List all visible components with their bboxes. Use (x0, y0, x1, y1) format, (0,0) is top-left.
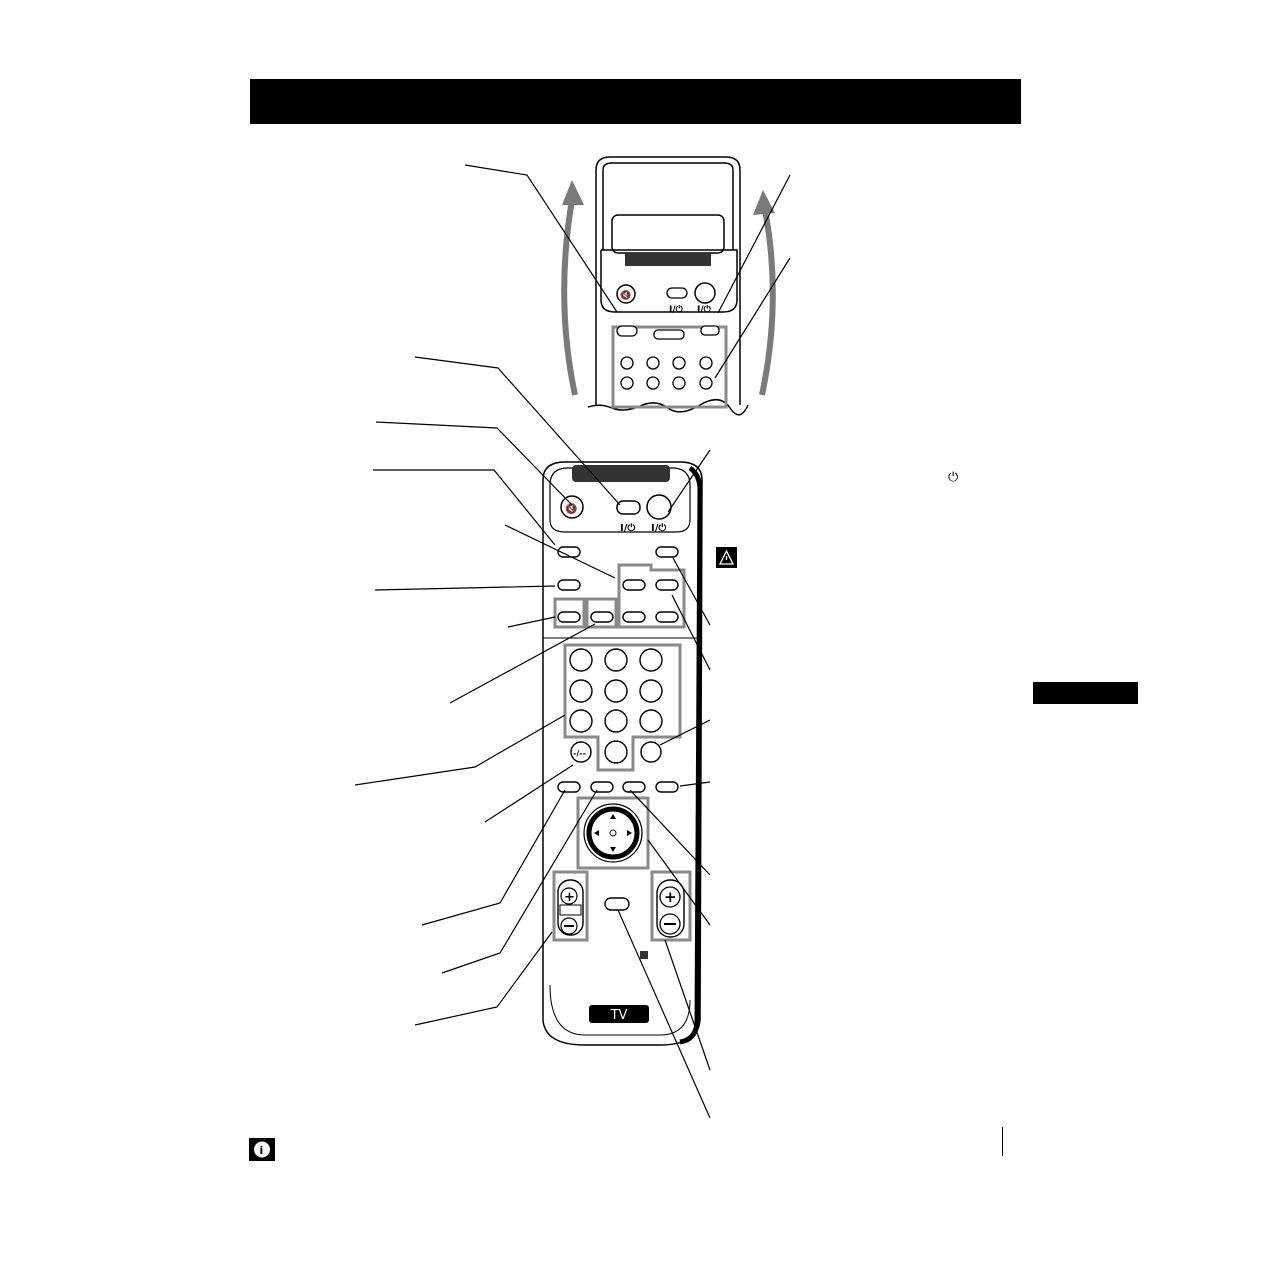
channel-up-icon: + (664, 888, 677, 906)
flip-tv-power-button[interactable] (666, 287, 688, 299)
header-bar (250, 79, 1021, 124)
section-tab (1033, 682, 1138, 704)
digit-5-button[interactable] (604, 679, 628, 703)
digit-4-button[interactable] (569, 679, 593, 703)
volume-up-icon: + (564, 890, 575, 905)
input-select-button[interactable] (655, 579, 679, 591)
pip-button[interactable] (655, 546, 679, 558)
button-group-frames (552, 563, 692, 942)
flip-remote (587, 156, 749, 416)
up-arrow-icon (610, 814, 616, 819)
rewind-button[interactable] (620, 356, 634, 370)
digit-1-button[interactable] (569, 648, 593, 672)
vcr-channel-up-button[interactable] (699, 356, 713, 370)
flip-main-power-button[interactable] (694, 282, 716, 304)
stop-button[interactable] (620, 376, 634, 390)
pause-button[interactable] (646, 376, 660, 390)
digit-7-button[interactable] (569, 709, 593, 733)
play-button[interactable] (646, 356, 660, 370)
record-button[interactable] (672, 376, 686, 390)
digit-6-button[interactable] (639, 679, 663, 703)
mute-icon: 🔇 (565, 502, 577, 515)
volume-rocker[interactable]: + (557, 879, 584, 936)
timer-button[interactable] (557, 611, 581, 623)
vcr-channel-down-button[interactable] (699, 376, 713, 390)
screen-mode-button[interactable] (622, 611, 646, 623)
main-power-label: I/⏻ (651, 522, 666, 534)
number-pad (569, 648, 663, 764)
flip-sleep-button[interactable] (616, 325, 638, 337)
digit-entry-label: -/-- (573, 749, 586, 758)
digit-3-button[interactable] (639, 648, 663, 672)
right-arrow-icon (627, 830, 632, 836)
jump-button[interactable] (640, 741, 662, 763)
indicator-mark (640, 951, 648, 959)
flip-main-power-label: I/⏻ (697, 304, 712, 315)
main-power-button[interactable] (646, 494, 672, 520)
tv-power-label: I/⏻ (620, 522, 635, 534)
display-button[interactable] (557, 546, 581, 558)
digit-2-button[interactable] (604, 648, 628, 672)
info-icon: i (249, 1138, 275, 1161)
digit-8-button[interactable] (604, 709, 628, 733)
digit-0-button[interactable] (604, 740, 628, 764)
digit-entry-button[interactable] (570, 741, 592, 763)
open-lid-arrow-right (759, 209, 776, 396)
picture-mode-button[interactable] (622, 579, 646, 591)
info-button[interactable] (604, 897, 630, 911)
tv-badge (589, 1005, 649, 1023)
flip-selector-switch[interactable] (653, 329, 685, 340)
picture-adjust-button[interactable] (590, 781, 614, 793)
swap-button[interactable] (590, 611, 614, 623)
sound-mode-button[interactable] (557, 781, 581, 793)
menu-button[interactable] (655, 781, 679, 793)
left-arrow-icon (594, 830, 599, 836)
warning-triangle-icon (716, 547, 737, 568)
teletext-button[interactable] (557, 579, 581, 591)
arrow-head-left (562, 180, 584, 205)
open-lid-arrow-left (561, 199, 578, 396)
svg-text:i: i (260, 1144, 264, 1157)
fast-forward-button[interactable] (672, 356, 686, 370)
leader-lines (354, 164, 791, 1119)
arrow-head-right (753, 190, 775, 215)
down-arrow-icon (610, 847, 616, 852)
flip-picture-button[interactable] (700, 325, 720, 336)
footer-divider (1002, 1127, 1003, 1156)
tv-badge-label: TV (610, 1008, 628, 1023)
up-arrow-button[interactable] (655, 611, 679, 623)
mute-icon: 🔇 (620, 289, 631, 301)
standby-symbol: ⏻ (948, 470, 959, 485)
teletext-mode-button[interactable] (622, 781, 646, 793)
vcr-controls (620, 356, 713, 390)
tv-standby-button[interactable] (616, 500, 641, 515)
channel-rocker[interactable]: + (656, 879, 685, 938)
flip-tv-power-label: I/⏻ (669, 304, 684, 315)
mute-button[interactable]: 🔇 (560, 495, 584, 519)
flip-mute-button[interactable]: 🔇 (616, 284, 636, 304)
navigation-joystick[interactable] (583, 803, 643, 863)
digit-9-button[interactable] (639, 709, 663, 733)
